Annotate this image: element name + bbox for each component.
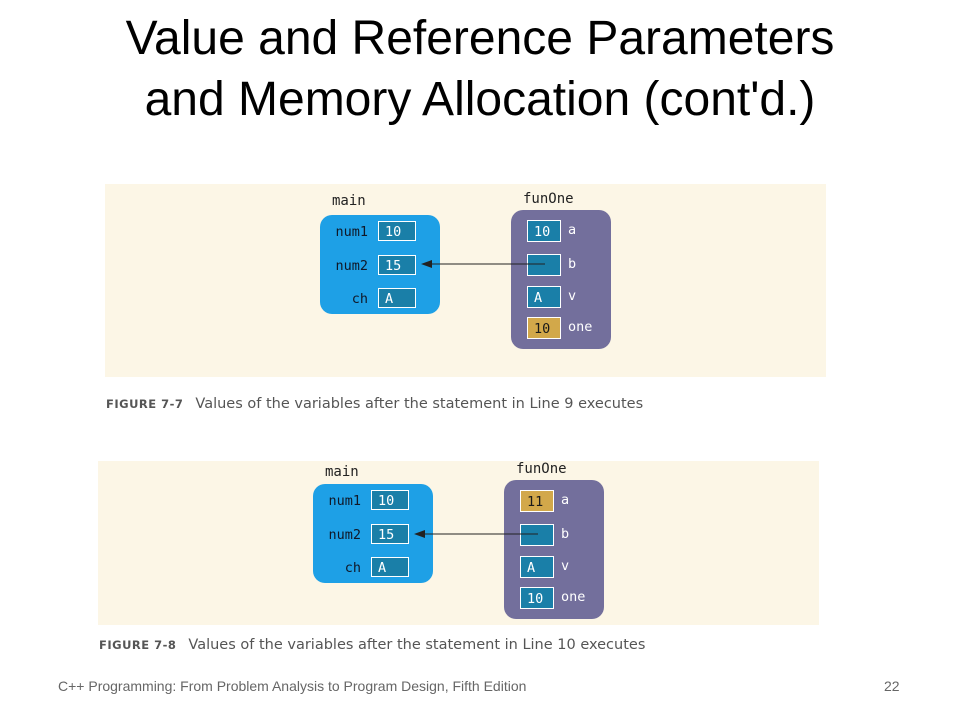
var-label-ch: ch <box>344 560 361 576</box>
var-label-b: b <box>568 256 577 272</box>
main-stack-frame: num1 10 num2 15 ch A <box>313 484 433 583</box>
var-label-v: v <box>568 288 577 304</box>
var-label-v: v <box>561 558 570 574</box>
cell-b-reference <box>527 254 561 276</box>
figure-7-7-diagram: main num1 10 num2 15 ch A funOne 10 a b … <box>105 184 826 377</box>
var-label-a: a <box>561 492 570 508</box>
var-label-b: b <box>561 526 570 542</box>
footer-book-title: C++ Programming: From Problem Analysis t… <box>58 678 527 694</box>
cell-one: 10 <box>520 587 554 609</box>
var-label-num2: num2 <box>335 258 368 274</box>
caption-text: Values of the variables after the statem… <box>188 637 646 653</box>
reference-arrow <box>421 260 545 268</box>
page-number: 22 <box>884 678 900 694</box>
cell-a-highlighted: 11 <box>520 490 554 512</box>
cell-num1: 10 <box>371 490 409 510</box>
caption-text: Values of the variables after the statem… <box>195 396 644 412</box>
figure-7-7-caption: FIGURE 7-7 Values of the variables after … <box>106 396 643 412</box>
cell-a: 10 <box>527 220 561 242</box>
reference-arrow <box>414 530 538 538</box>
slide-title: Value and Reference Parameters and Memor… <box>0 8 960 130</box>
figure-7-8-caption: FIGURE 7-8 Values of the variables after … <box>99 637 645 653</box>
cell-num1: 10 <box>378 221 416 241</box>
var-label-a: a <box>568 222 577 238</box>
main-frame-label: main <box>332 193 366 209</box>
caption-figure-number: FIGURE 7-8 <box>99 638 177 652</box>
fun-frame-label: funOne <box>523 191 574 207</box>
cell-one-highlighted: 10 <box>527 317 561 339</box>
fun-frame-label: funOne <box>516 461 567 477</box>
cell-v: A <box>520 556 554 578</box>
title-line-2: and Memory Allocation (cont'd.) <box>144 73 816 126</box>
var-label-ch: ch <box>351 291 368 307</box>
cell-v: A <box>527 286 561 308</box>
var-label-num2: num2 <box>328 527 361 543</box>
main-stack-frame: num1 10 num2 15 ch A <box>320 215 440 314</box>
caption-figure-number: FIGURE 7-7 <box>106 397 184 411</box>
main-frame-label: main <box>325 464 359 480</box>
cell-ch: A <box>378 288 416 308</box>
cell-num2: 15 <box>378 255 416 275</box>
title-line-1: Value and Reference Parameters <box>125 12 835 65</box>
cell-num2: 15 <box>371 524 409 544</box>
var-label-one: one <box>561 589 586 605</box>
cell-b-reference <box>520 524 554 546</box>
funone-stack-frame: 11 a b A v 10 one <box>504 480 604 619</box>
figure-7-8-diagram: main num1 10 num2 15 ch A funOne 11 a b … <box>98 461 819 625</box>
cell-ch: A <box>371 557 409 577</box>
funone-stack-frame: 10 a b A v 10 one <box>511 210 611 349</box>
var-label-num1: num1 <box>335 224 368 240</box>
var-label-one: one <box>568 319 593 335</box>
var-label-num1: num1 <box>328 493 361 509</box>
